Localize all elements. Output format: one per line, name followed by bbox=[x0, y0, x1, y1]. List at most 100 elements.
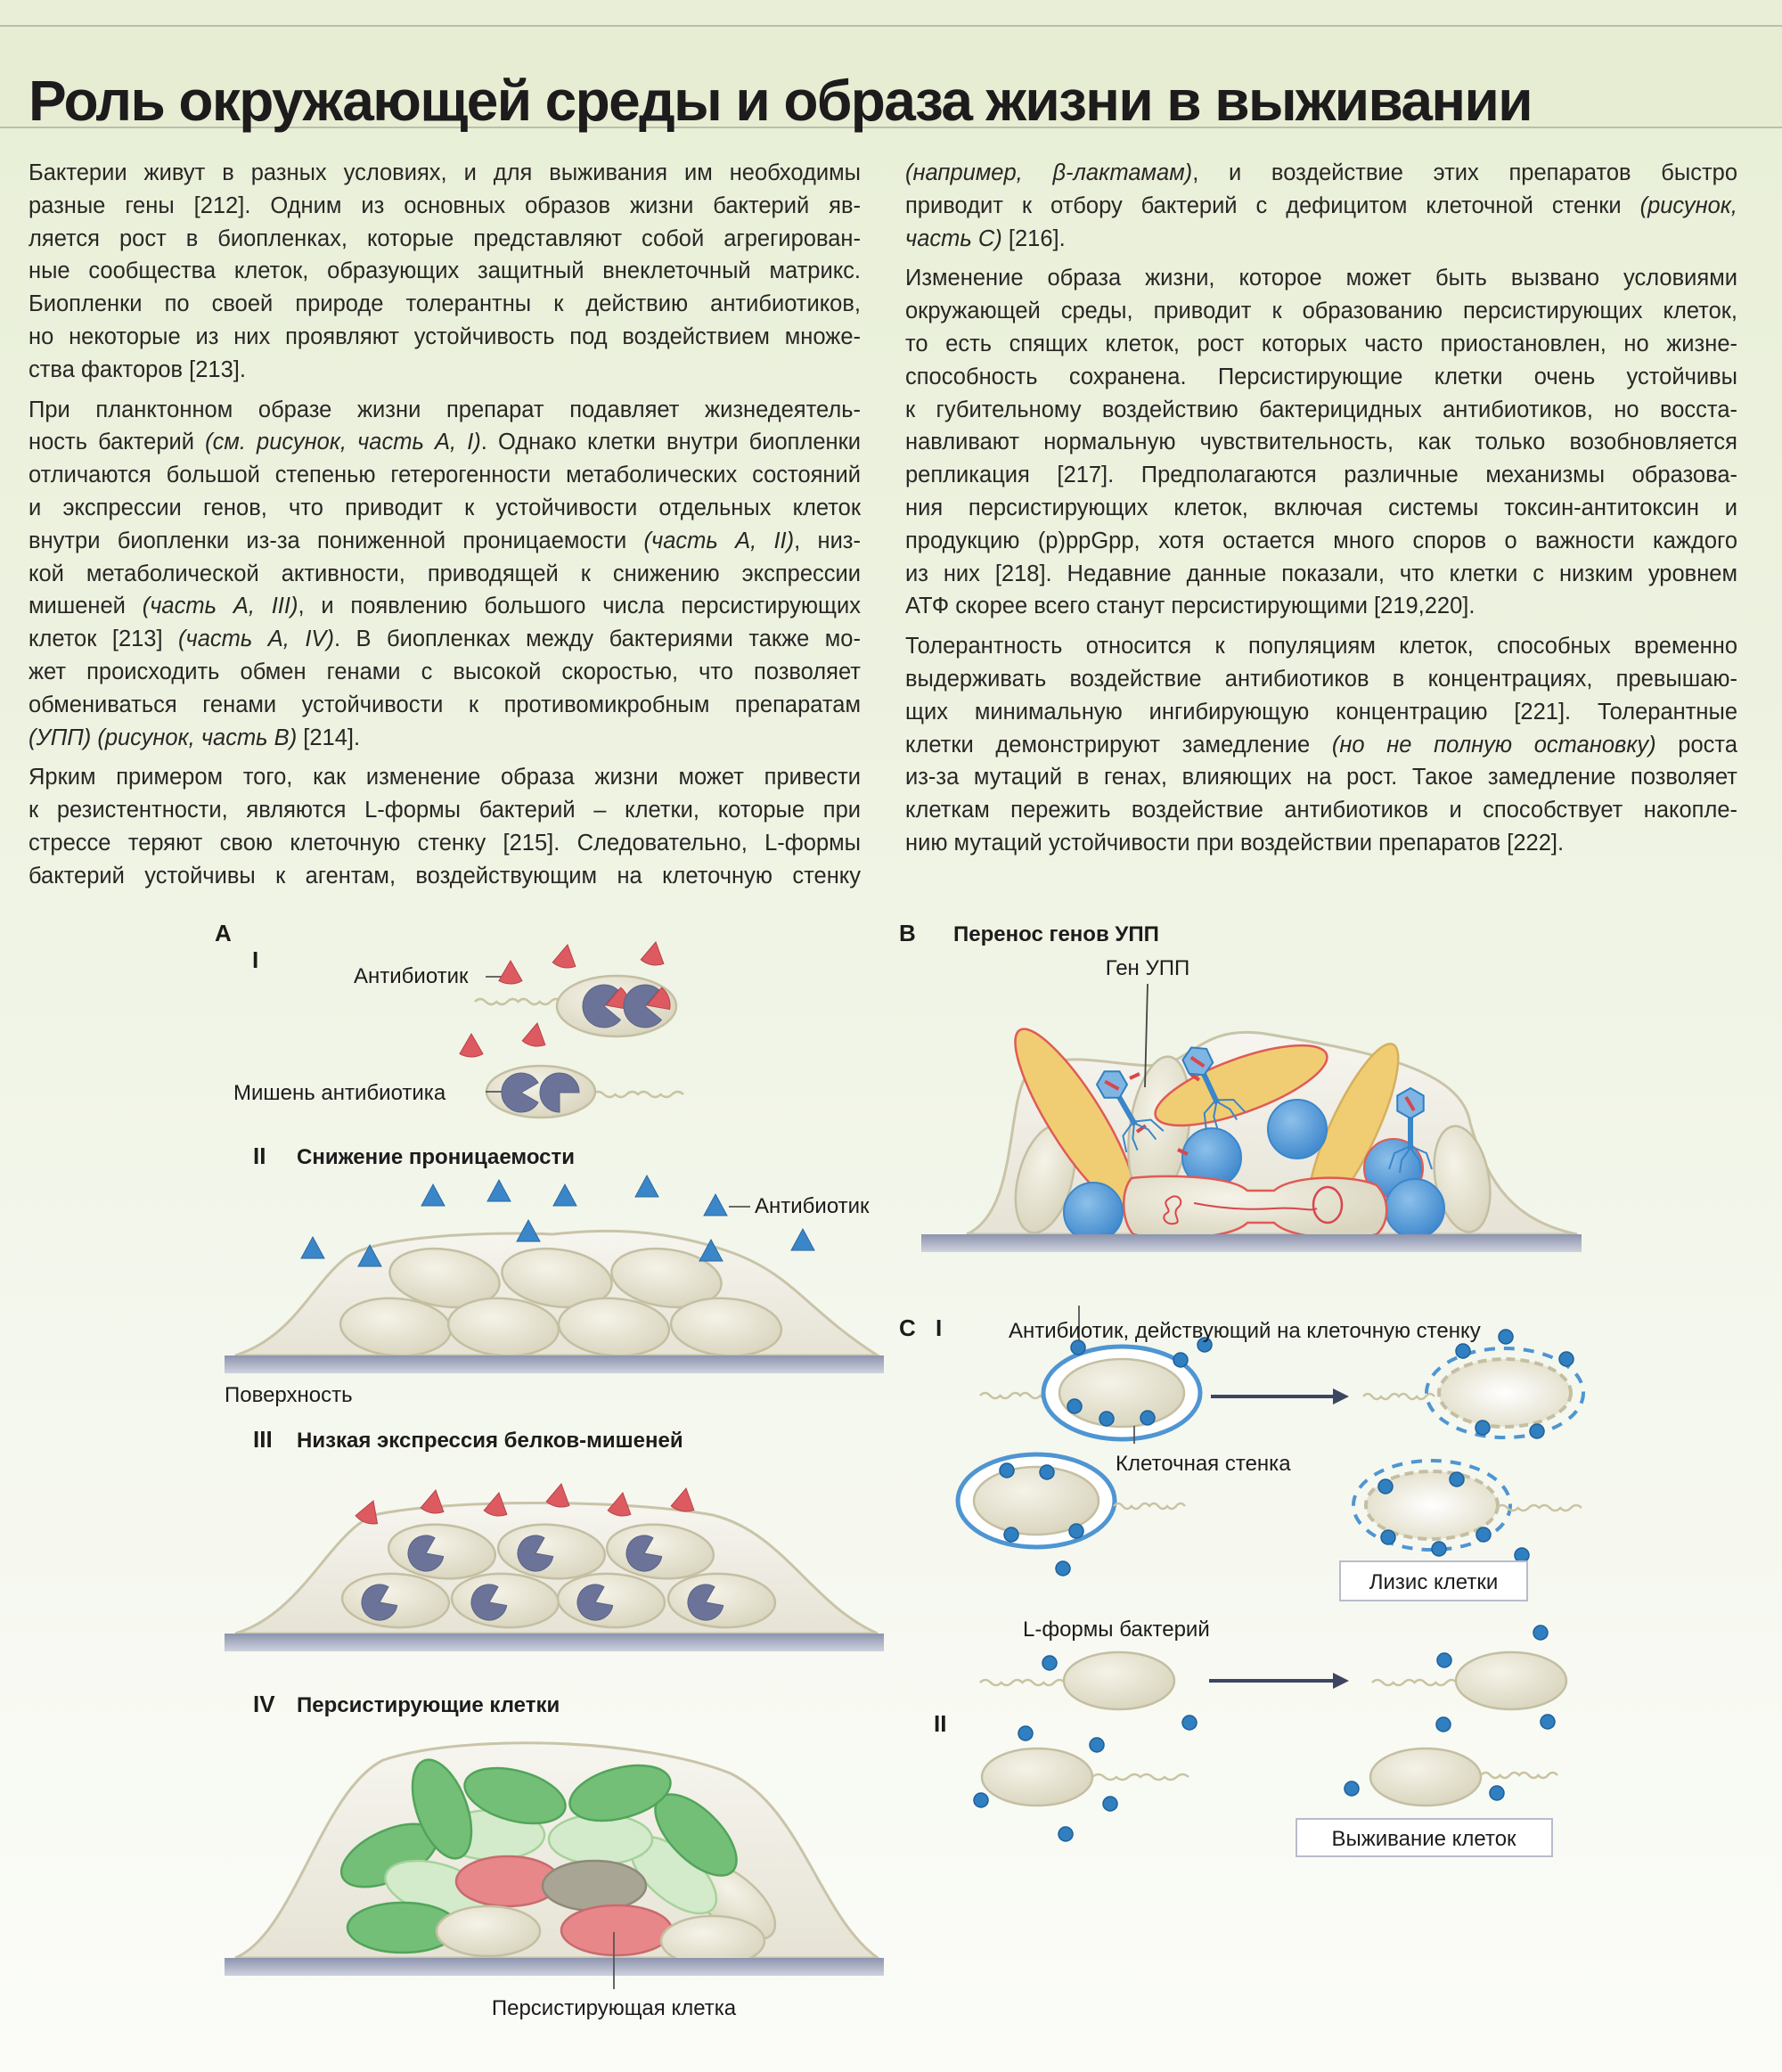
plasmid-transfer-strand bbox=[1193, 1202, 1318, 1211]
persister-cell bbox=[541, 1859, 648, 1912]
text-line: АТФ скорее всего станут персистирующими … bbox=[905, 594, 1475, 619]
flagellum bbox=[1480, 1771, 1558, 1780]
text-segment: ность бактерий bbox=[29, 430, 206, 455]
text-line: к резистентности, являются L-формы бакте… bbox=[29, 798, 861, 823]
text-line: стрессе теряют свою клеточную стенку [21… bbox=[29, 830, 861, 856]
flagellum bbox=[979, 1678, 1066, 1687]
text-line: мишеней (часть A, III), и появлению боль… bbox=[29, 590, 861, 623]
figure-reference: (часть A, IV) bbox=[178, 627, 334, 652]
paragraph: Бактерии живут в разных условиях, и для … bbox=[29, 157, 861, 387]
antibiotic-dot-icon bbox=[1475, 1420, 1491, 1436]
arrow-right-icon bbox=[1333, 1673, 1349, 1689]
bacterial-cell bbox=[610, 1247, 723, 1309]
antibiotic-target-icon bbox=[407, 1535, 445, 1572]
surface-bar-iv bbox=[225, 1958, 884, 1976]
biofilm-cell bbox=[435, 1904, 542, 1958]
figure-reference: (см. рисунок, часть A, I) bbox=[205, 430, 481, 455]
coccus-cell bbox=[1063, 1182, 1124, 1242]
text-segment: роста bbox=[1655, 732, 1737, 758]
antibiotic-dot-icon bbox=[1344, 1781, 1360, 1797]
text-segment: , низ- bbox=[794, 528, 861, 553]
paragraph: (например, β-лактамам), и воздействие эт… bbox=[905, 157, 1737, 255]
text-line: Толерантность относится к популяциям кле… bbox=[905, 634, 1737, 659]
text-line: Ярким примером того, как изменение образ… bbox=[29, 765, 861, 790]
target-bound bbox=[582, 984, 622, 1028]
antibiotic-dot-icon bbox=[1089, 1737, 1105, 1753]
bacterial-cell bbox=[557, 1297, 671, 1357]
antibiotic-dot-icon bbox=[1431, 1541, 1447, 1557]
text-line: ные сообщества клеток, образующих защитн… bbox=[29, 258, 861, 284]
antibiotic-target-icon bbox=[361, 1584, 398, 1621]
antibiotic-dot-icon bbox=[1099, 1411, 1115, 1427]
antibiotic-wedge-icon bbox=[355, 1500, 379, 1525]
gene-leader bbox=[1144, 983, 1148, 1088]
paragraph: Ярким примером того, как изменение образ… bbox=[29, 761, 861, 892]
antibiotic-wedge-icon bbox=[521, 1022, 546, 1047]
antibiotic-wedge-icon bbox=[552, 944, 576, 969]
biofilm-cell bbox=[547, 1813, 654, 1866]
phage-legs bbox=[1388, 1145, 1411, 1174]
antibiotic-target-label: Мишень антибиотика bbox=[233, 1081, 446, 1105]
flagellum bbox=[1496, 1503, 1582, 1512]
antibiotic-dot-icon bbox=[1181, 1715, 1198, 1731]
flagellum bbox=[1113, 1502, 1186, 1511]
text-segment: . Однако клетки внутри биопленки bbox=[480, 430, 862, 455]
cell-survival-label: Выживание клеток bbox=[1331, 1827, 1516, 1851]
persister-cell-label: Персистирующая клетка bbox=[492, 1996, 737, 2020]
free-dna-fragment bbox=[1135, 1124, 1147, 1134]
antibiotic-target-icon bbox=[517, 1535, 554, 1572]
bacterial-cell bbox=[669, 1297, 783, 1357]
antibiotic-dot-icon bbox=[1173, 1352, 1189, 1368]
coccus-cell bbox=[1267, 1099, 1328, 1159]
phage-legs bbox=[1215, 1098, 1247, 1120]
text-line: обмениваться генами устойчивости к проти… bbox=[29, 692, 861, 717]
flagellum bbox=[1091, 1773, 1189, 1781]
text-line: (например, β-лактамам), и воздействие эт… bbox=[905, 157, 1737, 190]
antibiotic-dot-icon bbox=[1042, 1655, 1058, 1671]
antibiotic-dot-icon bbox=[1070, 1339, 1086, 1355]
panel-a-i-number: I bbox=[252, 946, 258, 973]
antibiotic-dot-icon bbox=[1455, 1343, 1471, 1359]
top-rule bbox=[0, 25, 1782, 27]
text-line: бактерий устойчивы к агентам, воздейству… bbox=[29, 863, 861, 889]
l-form-cell bbox=[1454, 1650, 1568, 1711]
donor-cell bbox=[1154, 1044, 1328, 1127]
text-segment: клеток [213] bbox=[29, 627, 179, 652]
antibiotic-target-icon bbox=[687, 1584, 724, 1621]
panel-a-ii-title: Снижение проницаемости bbox=[297, 1145, 575, 1169]
panel-b-title: Перенос генов УПП bbox=[953, 922, 1159, 946]
phage-tail bbox=[1200, 1071, 1221, 1105]
panel-a-letter: A bbox=[215, 920, 232, 946]
amr-gene-label: Ген УПП bbox=[1106, 956, 1189, 980]
text-line: ства факторов [213]. bbox=[29, 356, 246, 382]
text-segment: [216]. bbox=[1001, 225, 1066, 251]
antibiotic-dot-icon bbox=[1540, 1714, 1556, 1730]
antibiotic-dot-icon bbox=[1068, 1523, 1084, 1539]
biofilm-cell bbox=[568, 1764, 672, 1822]
text-segment: [214]. bbox=[297, 725, 361, 750]
panel-c-ii-number: II bbox=[934, 1710, 946, 1737]
surface-bar-ii bbox=[225, 1355, 884, 1373]
antibiotic-wedge-icon bbox=[646, 987, 671, 1011]
antibiotic-target-icon bbox=[470, 1584, 508, 1621]
text-line: но некоторые из них проявляют устойчивос… bbox=[29, 323, 861, 349]
antibiotic-dot-icon bbox=[1489, 1785, 1505, 1801]
phage-tail bbox=[1116, 1093, 1138, 1126]
antibiotic-dot-icon bbox=[1475, 1527, 1492, 1543]
antibiotic-label: Антибиотик bbox=[354, 964, 469, 988]
antibiotic-triangle-icon bbox=[699, 1238, 723, 1262]
free-dna-fragment bbox=[1129, 1072, 1140, 1080]
chromosome-icon bbox=[1163, 1195, 1182, 1225]
figure-reference: (рисунок, bbox=[1639, 192, 1737, 218]
bacterial-cell bbox=[1433, 1125, 1492, 1233]
text-line: клетки демонстрируют замедление (но не п… bbox=[905, 729, 1737, 762]
antibiotic-wedge-icon bbox=[607, 1492, 632, 1517]
paragraph: Толерантность относится к популяциям кле… bbox=[905, 630, 1737, 860]
surface-bar-iii bbox=[225, 1634, 884, 1651]
cell-wall-antibiotic-label: Антибиотик, действующий на клеточную сте… bbox=[1009, 1319, 1481, 1343]
antibiotic-triangle-icon bbox=[421, 1183, 446, 1207]
text-line: (УПП) (рисунок, часть B) [214]. bbox=[29, 722, 861, 755]
phage-dna bbox=[1189, 1055, 1206, 1069]
antibiotic-wedge-icon bbox=[420, 1489, 445, 1514]
text-line: Бактерии живут в разных условиях, и для … bbox=[29, 160, 861, 185]
